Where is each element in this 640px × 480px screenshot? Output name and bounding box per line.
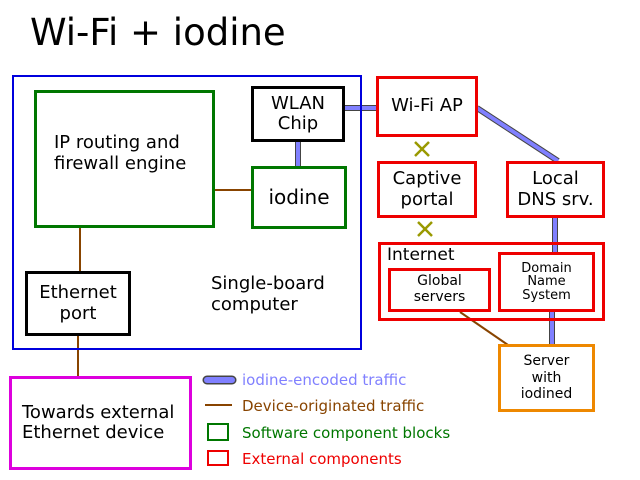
legend-swatches [202, 375, 237, 466]
legend-software-label: Software component blocks [242, 424, 451, 442]
blocked-portal-to-internet [417, 221, 433, 237]
server-iodined-block: Server with iodined [498, 344, 595, 412]
iodine-traffic-links [295, 105, 560, 345]
diagram-title: Wi-Fi + iodine [30, 11, 286, 54]
single-board-label: Single-board computer [211, 273, 325, 315]
wifi-ap-block: Wi-Fi AP [376, 76, 478, 137]
local-dns-block: Local DNS srv. [506, 161, 605, 218]
captive-portal-block: Captive portal [377, 161, 477, 218]
legend-software-swatch [207, 423, 229, 441]
legend-iodine-label: iodine-encoded traffic [242, 371, 407, 389]
internet-container [378, 242, 605, 321]
ethernet-port-block: Ethernet port [25, 271, 131, 336]
iodine-block: iodine [251, 166, 347, 229]
wlan-chip-block: WLAN Chip [251, 86, 345, 142]
dns-block: Domain Name System [498, 252, 595, 312]
blocked-x-marks [414, 141, 433, 237]
towards-external-block: Towards external Ethernet device [9, 376, 192, 470]
single-board-computer-container [12, 75, 362, 350]
global-servers-block: Global servers [388, 268, 491, 312]
link-ap-to-dns [475, 105, 560, 164]
legend-external-label: External components [242, 450, 402, 468]
link-global-to-server [459, 311, 509, 346]
legend-external-swatch [207, 450, 229, 466]
internet-label: Internet [387, 245, 455, 265]
routing-engine-block [34, 90, 215, 228]
blocked-ap-to-portal [414, 141, 430, 157]
routing-engine-label: IP routing and firewall engine [54, 132, 187, 174]
legend-device-label: Device-originated traffic [242, 397, 425, 415]
device-traffic-links [77, 189, 509, 377]
